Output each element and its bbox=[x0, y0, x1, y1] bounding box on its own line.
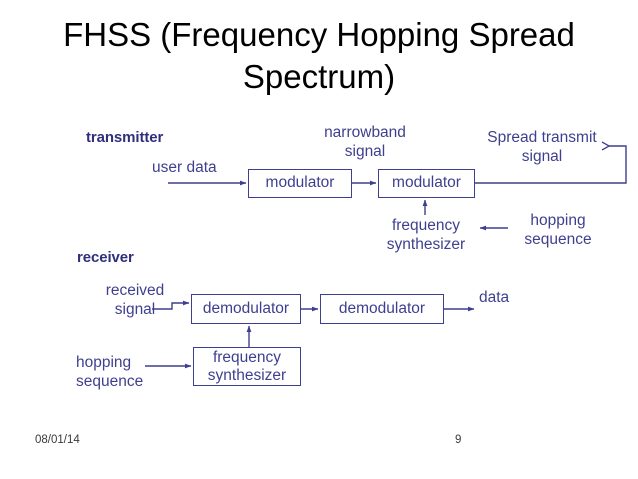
transmitter-section-heading: transmitter bbox=[86, 129, 164, 146]
receiver-demodulator-2[interactable]: demodulator bbox=[320, 294, 444, 324]
received-signal-label: received signal bbox=[105, 282, 165, 318]
receiver-demodulator-1[interactable]: demodulator bbox=[191, 294, 301, 324]
receiver-section-heading: receiver bbox=[77, 249, 134, 266]
receiver-data-output-label: data bbox=[479, 289, 510, 306]
transmitter-frequency-synthesizer-label: frequency synthesizer bbox=[386, 217, 466, 253]
transmitter-modulator-2[interactable]: modulator bbox=[378, 169, 475, 198]
transmitter-modulator-1[interactable]: modulator bbox=[248, 169, 352, 198]
user-data-label: user data bbox=[152, 159, 217, 176]
narrowband-signal-label: narrowband signal bbox=[324, 124, 406, 160]
spread-transmit-signal-label: Spread transmit signal bbox=[487, 129, 597, 165]
footer-date: 08/01/14 bbox=[35, 434, 80, 446]
transmitter-hopping-sequence-label: hopping sequence bbox=[524, 212, 592, 248]
page-title: FHSS (Frequency Hopping Spread Spectrum) bbox=[63, 16, 575, 96]
receiver-frequency-synthesizer-box[interactable]: frequency synthesizer bbox=[193, 347, 301, 386]
receiver-hopping-sequence-label: hopping sequence bbox=[76, 354, 144, 390]
footer-page-number: 9 bbox=[455, 434, 462, 446]
